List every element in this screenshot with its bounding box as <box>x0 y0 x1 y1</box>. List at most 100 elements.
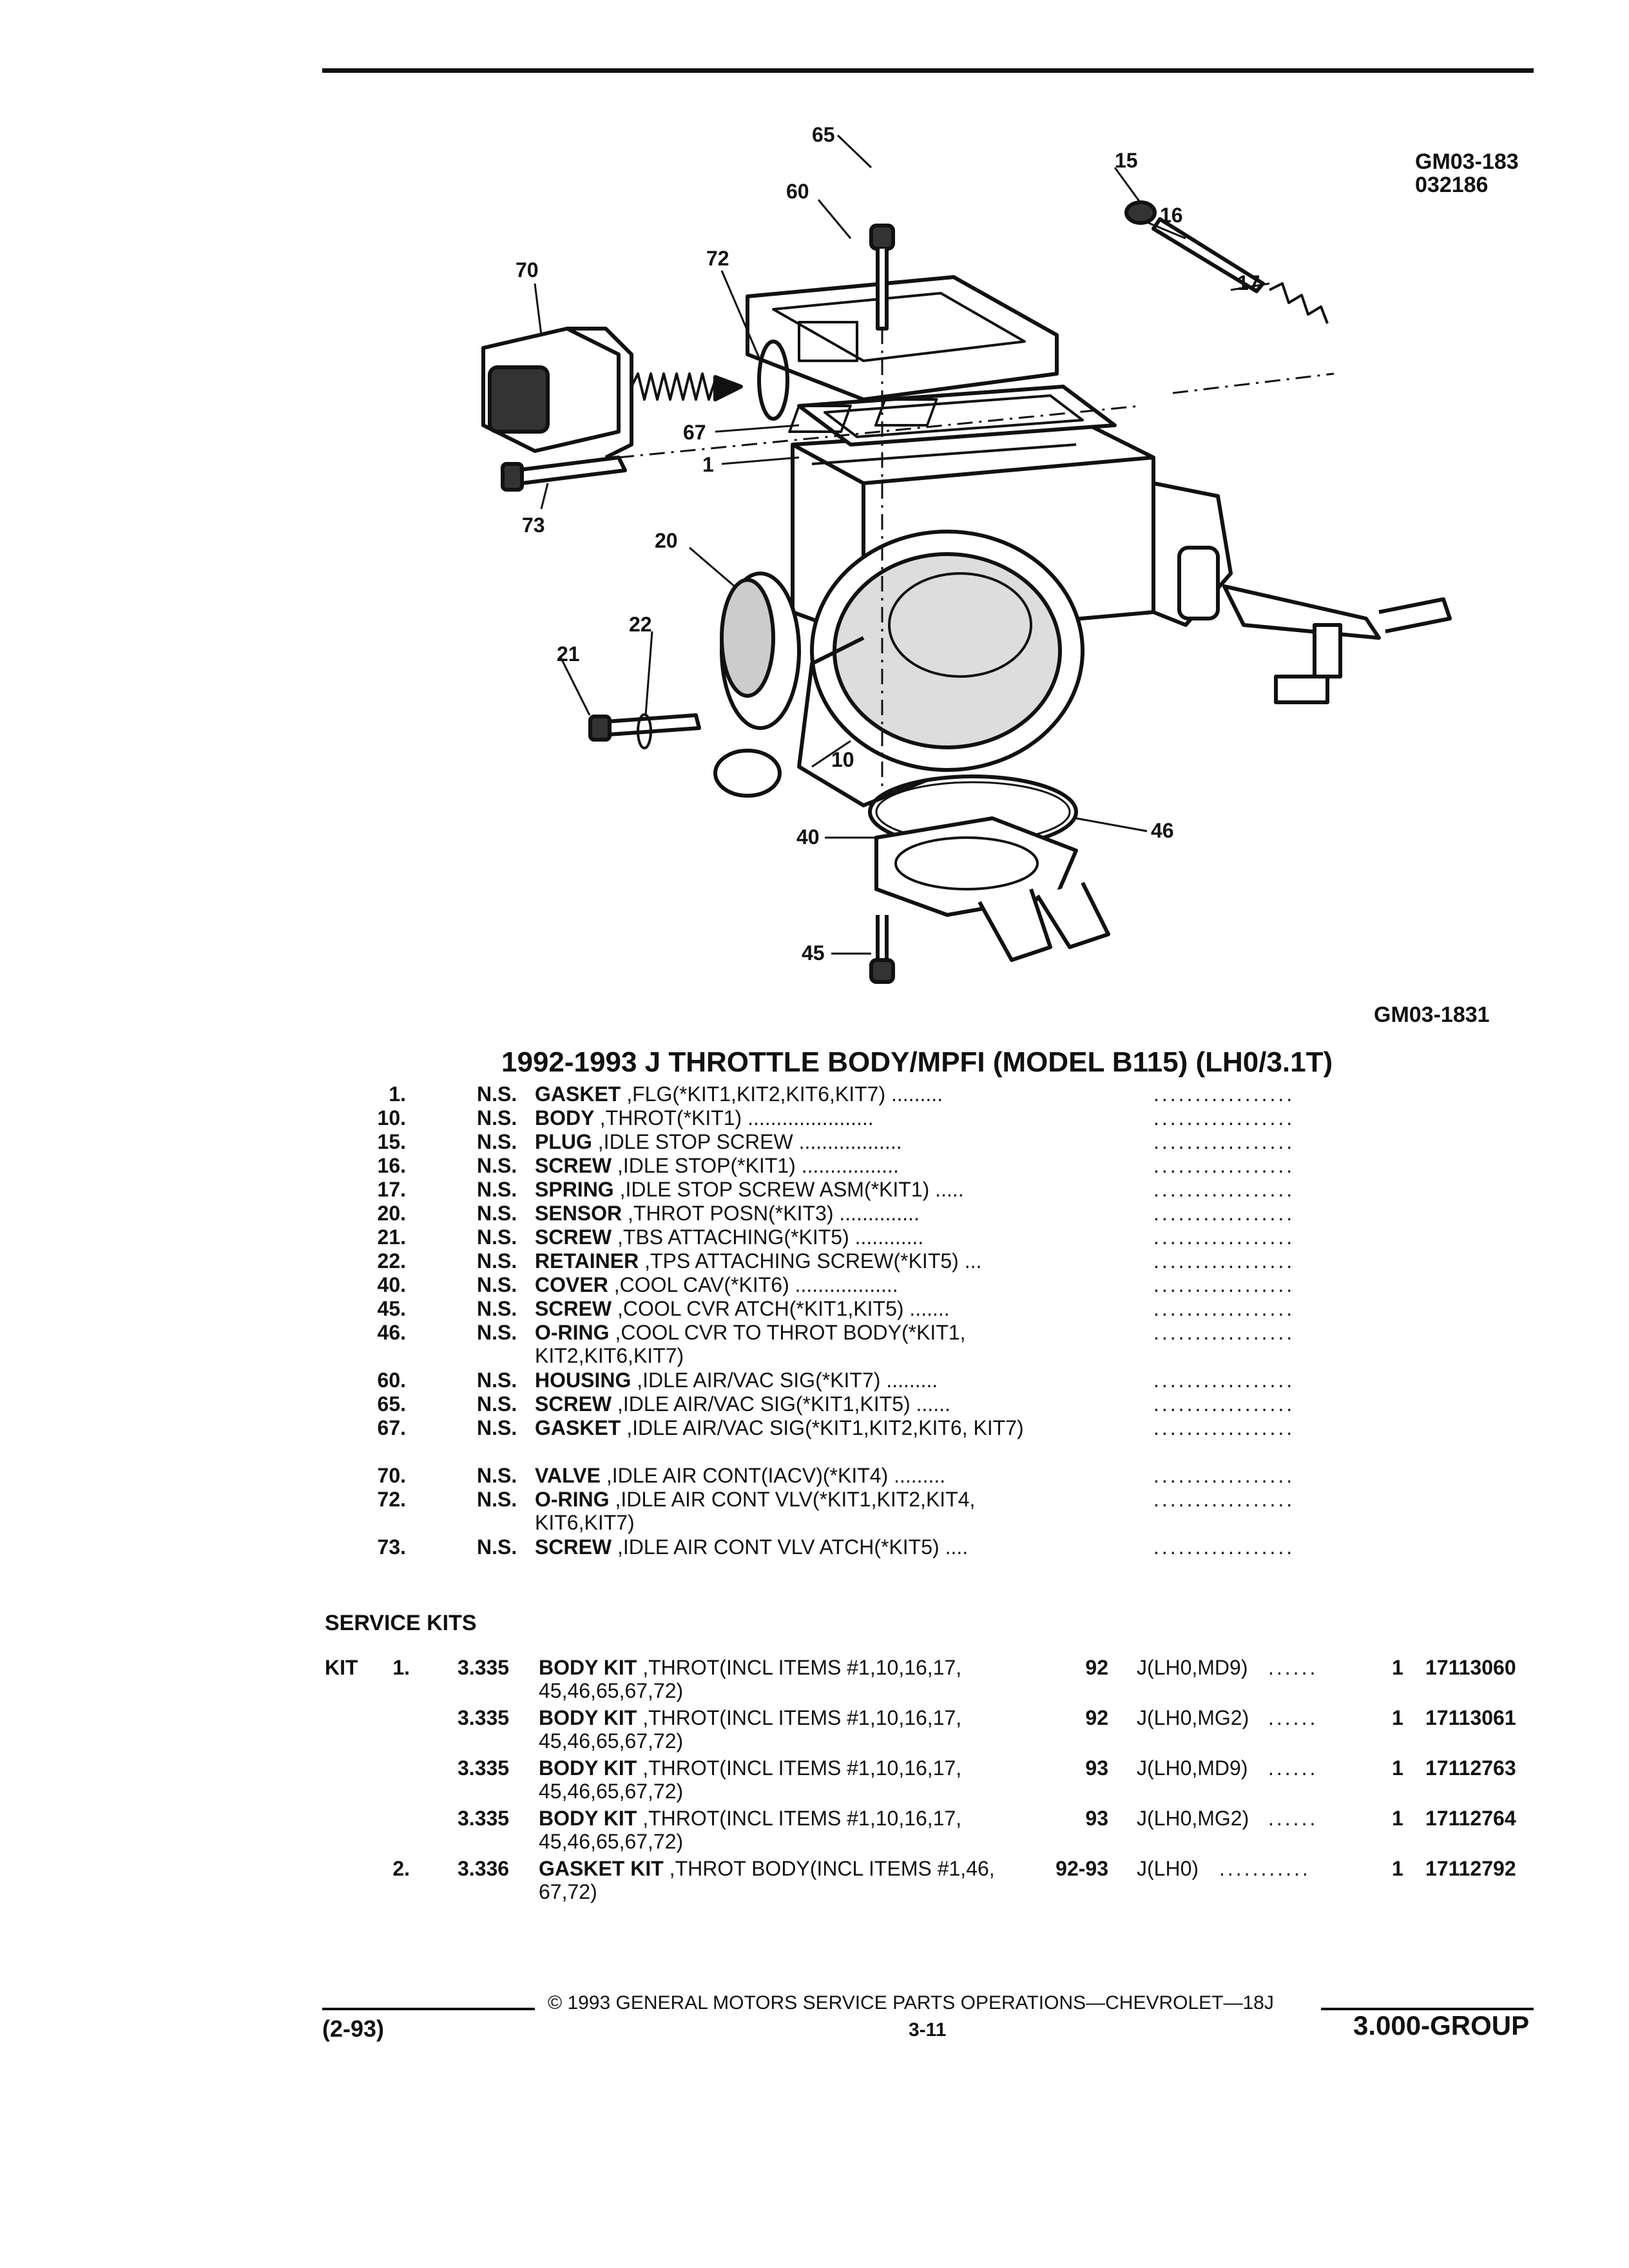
part-description: COVER ,COOL CAV(*KIT6) .................… <box>535 1273 1063 1296</box>
part-description: GASKET ,FLG(*KIT1,KIT2,KIT6,KIT7) ......… <box>535 1082 1063 1106</box>
kit-year: 92-93 <box>1055 1857 1108 1880</box>
parts-row: 72.N.S.O-RING ,IDLE AIR CONT VLV(*KIT1,K… <box>0 1488 1629 1534</box>
kit-qty: 1 <box>1392 1857 1403 1880</box>
part-detail: ,IDLE AIR CONT VLV ATCH(*KIT5) .... <box>617 1535 969 1559</box>
part-name: COVER <box>535 1273 614 1296</box>
callout-1: 1 <box>702 453 714 476</box>
parts-row: 16.N.S.SCREW ,IDLE STOP(*KIT1) .........… <box>0 1154 1629 1177</box>
part-number: 45. <box>377 1297 406 1320</box>
part-number: 1. <box>389 1082 406 1106</box>
part-dots: ................. <box>1153 1392 1295 1416</box>
part-detail: ,IDLE STOP(*KIT1) ................. <box>617 1154 899 1177</box>
part-number: 70. <box>377 1464 406 1487</box>
part-description: SCREW ,IDLE AIR/VAC SIG(*KIT1,KIT5) ....… <box>535 1392 1063 1416</box>
kit-name: GASKET KIT <box>539 1857 670 1880</box>
part-description: BODY ,THROT(*KIT1) .....................… <box>535 1106 1063 1129</box>
part-detail: ,IDLE AIR CONT VLV(*KIT1,KIT2,KIT4, KIT6… <box>535 1488 976 1534</box>
part-dots: ................. <box>1153 1202 1295 1225</box>
part-ns: N.S. <box>477 1488 517 1511</box>
part-description: SCREW ,IDLE AIR CONT VLV ATCH(*KIT5) ...… <box>535 1535 1063 1559</box>
part-number: 15. <box>377 1130 406 1153</box>
part-description: SCREW ,COOL CVR ATCH(*KIT1,KIT5) ....... <box>535 1297 1063 1320</box>
part-detail: ,TBS ATTACHING(*KIT5) ............ <box>617 1225 924 1249</box>
parts-row: 45.N.S.SCREW ,COOL CVR ATCH(*KIT1,KIT5) … <box>0 1297 1629 1320</box>
kit-dots: ...... <box>1268 1807 1318 1830</box>
kit-name: BODY KIT <box>539 1656 643 1679</box>
footer-page: 3-11 <box>909 2019 947 2041</box>
part-description: SCREW ,TBS ATTACHING(*KIT5) ............ <box>535 1225 1063 1249</box>
part-dots: ................. <box>1153 1273 1295 1296</box>
kit-name: BODY KIT <box>539 1706 643 1729</box>
part-ns: N.S. <box>477 1154 517 1177</box>
part-detail: ,THROT POSN(*KIT3) .............. <box>628 1202 920 1225</box>
kit-year: 93 <box>1085 1756 1108 1780</box>
kit-description: BODY KIT ,THROT(INCL ITEMS #1,10,16,17, … <box>539 1706 1028 1753</box>
kit-code: 3.335 <box>458 1656 510 1679</box>
kit-code: 3.336 <box>458 1857 510 1880</box>
callout-40: 40 <box>796 825 820 849</box>
part-name: SENSOR <box>535 1202 628 1225</box>
kit-model: J(LH0,MG2) <box>1137 1807 1249 1830</box>
part-ns: N.S. <box>477 1369 517 1392</box>
part-description: VALVE ,IDLE AIR CONT(IACV)(*KIT4) ......… <box>535 1464 1063 1487</box>
parts-row: 21.N.S.SCREW ,TBS ATTACHING(*KIT5) .....… <box>0 1225 1629 1249</box>
callout-73: 73 <box>522 514 545 537</box>
kit-description: BODY KIT ,THROT(INCL ITEMS #1,10,16,17, … <box>539 1807 1028 1853</box>
kit-model: J(LH0,MD9) <box>1137 1756 1248 1780</box>
part-detail: ,IDLE AIR/VAC SIG(*KIT7) ......... <box>637 1369 938 1392</box>
kit-year: 92 <box>1085 1706 1108 1729</box>
part-number: 10. <box>377 1106 406 1129</box>
part-name: SCREW <box>535 1225 617 1249</box>
part-name: HOUSING <box>535 1369 637 1392</box>
kit-description: BODY KIT ,THROT(INCL ITEMS #1,10,16,17, … <box>539 1756 1028 1803</box>
kit-name: BODY KIT <box>539 1807 643 1830</box>
part-detail: ,IDLE AIR CONT(IACV)(*KIT4) ......... <box>606 1464 946 1487</box>
diagram-code: GM03-183 <box>1415 149 1519 174</box>
kit-qty: 1 <box>1392 1756 1403 1780</box>
kit-detail: ,THROT(INCL ITEMS #1,10,16,17, 45,46,65,… <box>539 1706 962 1753</box>
callout-65: 65 <box>812 123 835 146</box>
part-number: 67. <box>377 1416 406 1439</box>
part-dots: ................. <box>1153 1225 1295 1249</box>
figure-code: GM03-1831 <box>1374 1003 1490 1027</box>
kit-part-number: 17112792 <box>1425 1857 1516 1880</box>
part-dots: ................. <box>1153 1321 1295 1344</box>
part-ns: N.S. <box>477 1130 517 1153</box>
kit-dots: ...... <box>1268 1706 1318 1729</box>
part-dots: ................. <box>1153 1416 1295 1439</box>
part-description: O-RING ,COOL CVR TO THROT BODY(*KIT1, KI… <box>535 1321 1063 1367</box>
callout-46: 46 <box>1151 819 1174 842</box>
footer-copyright: © 1993 GENERAL MOTORS SERVICE PARTS OPER… <box>548 1992 1274 2013</box>
diagram-date: 032186 <box>1415 173 1489 197</box>
kit-code: 3.335 <box>458 1706 510 1729</box>
part-ns: N.S. <box>477 1392 517 1416</box>
part-ns: N.S. <box>477 1082 517 1106</box>
part-ns: N.S. <box>477 1249 517 1273</box>
kit-part-number: 17113060 <box>1425 1656 1516 1679</box>
parts-row: 70.N.S.VALVE ,IDLE AIR CONT(IACV)(*KIT4)… <box>0 1464 1629 1487</box>
parts-row: 15.N.S.PLUG ,IDLE STOP SCREW ...........… <box>0 1130 1629 1153</box>
part-description: RETAINER ,TPS ATTACHING SCREW(*KIT5) ... <box>535 1249 1063 1273</box>
kit-dots: ........... <box>1219 1857 1311 1880</box>
kit-label: KIT <box>325 1656 358 1679</box>
kit-code: 3.335 <box>458 1756 510 1780</box>
kit-dots: ...... <box>1268 1656 1318 1679</box>
kit-model: J(LH0,MD9) <box>1137 1656 1248 1679</box>
footer-group: 3.000-GROUP <box>1353 2010 1530 2041</box>
part-number: 73. <box>377 1535 406 1559</box>
part-name: SCREW <box>535 1535 617 1559</box>
footer-rule-right <box>1321 2008 1534 2010</box>
part-name: SCREW <box>535 1392 617 1416</box>
part-description: SENSOR ,THROT POSN(*KIT3) .............. <box>535 1202 1063 1225</box>
part-description: GASKET ,IDLE AIR/VAC SIG(*KIT1,KIT2,KIT6… <box>535 1416 1063 1439</box>
kit-year: 93 <box>1085 1807 1108 1830</box>
part-detail: ,COOL CVR TO THROT BODY(*KIT1, KIT2,KIT6… <box>535 1321 966 1367</box>
part-number: 22. <box>377 1249 406 1273</box>
kit-dots: ...... <box>1268 1756 1318 1780</box>
footer-date: (2-93) <box>322 2015 385 2042</box>
callout-70: 70 <box>516 258 539 282</box>
